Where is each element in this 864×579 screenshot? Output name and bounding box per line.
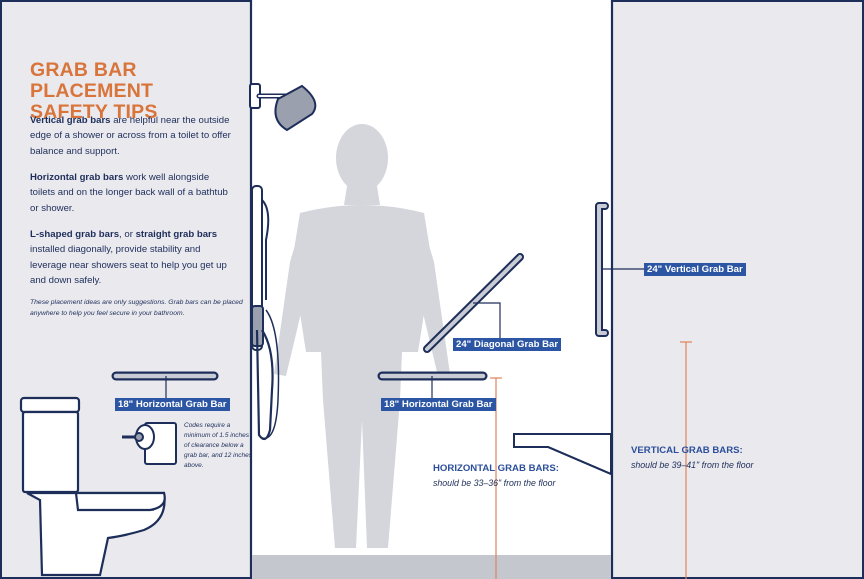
codes-note: Codes require a minimum of 1.5 inches of… xyxy=(184,422,252,469)
tip-lshaped-text: installed diagonally, provide stability … xyxy=(30,244,227,287)
horizontal-rule-heading: HORIZONTAL GRAB BARS: xyxy=(433,463,559,474)
vertical-height-measure xyxy=(680,341,692,579)
horizontal-height-rule: HORIZONTAL GRAB BARS: should be 33–36" f… xyxy=(433,462,603,490)
tip-lshaped-bold: L-shaped grab bars xyxy=(30,229,120,240)
tip-horizontal: Horizontal grab bars work well alongside… xyxy=(30,170,235,216)
horizontal-height-measure xyxy=(490,377,502,579)
tip-lshaped-mid: , or xyxy=(119,229,136,240)
vertical-bar-label: 24" Vertical Grab Bar xyxy=(644,263,746,276)
tip-vertical-text: are helpful near the outside edge of a s… xyxy=(30,115,231,157)
shower-horizontal-bar-label: 18" Horizontal Grab Bar xyxy=(381,398,496,411)
tip-vertical: Vertical grab bars are helpful near the … xyxy=(30,113,235,159)
tip-horizontal-bold: Horizontal grab bars xyxy=(30,172,124,183)
title-line-2: SAFETY TIPS xyxy=(30,101,158,123)
vertical-grab-bar xyxy=(595,202,609,337)
toilet-paper-icon xyxy=(122,422,177,465)
toilet-icon xyxy=(19,396,166,577)
handheld-shower-icon xyxy=(251,185,280,441)
shower-head-icon xyxy=(249,83,317,132)
horizontal-rule-text: should be 33–36" from the floor xyxy=(433,478,556,488)
diagonal-bar-label: 24" Diagonal Grab Bar xyxy=(453,338,562,351)
shower-floor xyxy=(252,555,611,579)
title-line-1: GRAB BAR PLACEMENT xyxy=(30,59,154,102)
vertical-height-rule: VERTICAL GRAB BARS: should be 39–41" fro… xyxy=(631,444,831,472)
page-title: GRAB BAR PLACEMENT SAFETY TIPS xyxy=(30,60,250,123)
shower-seat xyxy=(513,433,612,476)
tip-lshaped-bold-2: straight grab bars xyxy=(135,229,218,240)
tip-vertical-bold: Vertical grab bars xyxy=(30,115,111,126)
tip-lshaped: L-shaped grab bars, or straight grab bar… xyxy=(30,227,235,289)
toilet-bar-label: 18" Horizontal Grab Bar xyxy=(115,398,230,411)
tip-horizontal-text: work well alongside toilets and on the l… xyxy=(30,172,228,214)
diagonal-bar-leader xyxy=(473,302,501,338)
vertical-rule-heading: VERTICAL GRAB BARS: xyxy=(631,445,743,456)
suggestion-note: These placement ideas are only suggestio… xyxy=(30,299,243,317)
vertical-rule-text: should be 39–41" from the floor xyxy=(631,460,754,470)
person-silhouette xyxy=(274,124,450,548)
